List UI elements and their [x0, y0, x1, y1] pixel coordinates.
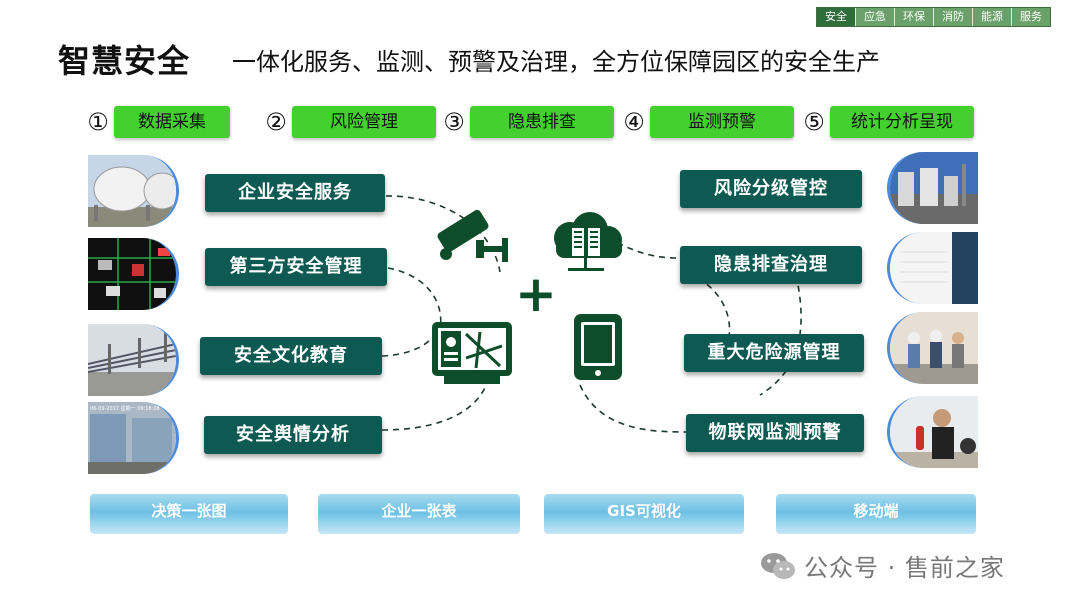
wechat-icon [761, 552, 795, 579]
photo-timestamp: 06-09-2017 星期一 09:18:08 [90, 406, 160, 412]
right-item-hazard-governance[interactable]: 隐患排查治理 [680, 246, 862, 284]
bottom-decision-map[interactable]: 决策一张图 [90, 494, 288, 534]
step-1: ① 数据采集 [84, 106, 230, 138]
page-title: 智慧安全 [58, 42, 191, 80]
step-4: ④ 监测预警 [620, 106, 794, 138]
camera-icon [437, 209, 508, 262]
nav-item-environment[interactable]: 环保 [894, 8, 933, 26]
watermark: 公众号 · 售前之家 [760, 548, 1005, 583]
photo-control-screen [88, 238, 179, 310]
photo-pipe-rack [88, 324, 179, 396]
step-2: ② 风险管理 [262, 106, 436, 138]
left-item-third-party[interactable]: 第三方安全管理 [205, 248, 387, 286]
step-3: ③ 隐患排查 [440, 106, 614, 138]
bottom-enterprise-table[interactable]: 企业一张表 [318, 494, 520, 534]
photo-storage-tanks [88, 155, 179, 227]
right-item-risk-control[interactable]: 风险分级管控 [680, 170, 862, 208]
photo-fire-drill [887, 396, 978, 468]
nav-item-service[interactable]: 服务 [1011, 8, 1050, 26]
tablet-icon [574, 314, 622, 380]
page-subtitle: 一体化服务、监测、预警及治理，全方位保障园区的安全生产 [232, 48, 880, 76]
nav-item-energy[interactable]: 能源 [972, 8, 1011, 26]
left-item-culture-education[interactable]: 安全文化教育 [200, 337, 382, 375]
right-item-iot-warning[interactable]: 物联网监测预警 [686, 414, 864, 452]
step-number: ③ [443, 108, 465, 136]
bottom-mobile[interactable]: 移动端 [776, 494, 976, 534]
step-label[interactable]: 监测预警 [650, 106, 794, 138]
step-5: ⑤ 统计分析呈现 [800, 106, 974, 138]
step-label[interactable]: 统计分析呈现 [830, 106, 974, 138]
left-item-enterprise-safety[interactable]: 企业安全服务 [205, 174, 385, 212]
bottom-gis-visualization[interactable]: GIS可视化 [544, 494, 744, 534]
nav-item-emergency[interactable]: 应急 [855, 8, 894, 26]
step-number: ④ [623, 108, 645, 136]
step-label[interactable]: 隐患排查 [470, 106, 614, 138]
cloud-server-icon [554, 212, 622, 271]
right-item-major-hazard[interactable]: 重大危险源管理 [684, 334, 864, 372]
photo-software-screen [887, 232, 978, 304]
step-number: ⑤ [803, 108, 825, 136]
left-item-public-opinion[interactable]: 安全舆情分析 [204, 416, 382, 454]
photo-monitor-footage: 06-09-2017 星期一 09:18:08 [88, 402, 179, 474]
step-label[interactable]: 数据采集 [114, 106, 230, 138]
top-nav: 安全 应急 环保 消防 能源 服务 [816, 7, 1051, 27]
monitor-icon [432, 322, 512, 384]
step-number: ① [87, 108, 109, 136]
step-label[interactable]: 风险管理 [292, 106, 436, 138]
watermark-text: 公众号 · 售前之家 [804, 554, 1005, 582]
nav-item-fire[interactable]: 消防 [933, 8, 972, 26]
step-number: ② [265, 108, 287, 136]
photo-site-inspection [887, 312, 978, 384]
photo-plant-facility [887, 152, 978, 224]
nav-item-safety[interactable]: 安全 [817, 8, 855, 26]
plus-sign: + [515, 265, 557, 323]
